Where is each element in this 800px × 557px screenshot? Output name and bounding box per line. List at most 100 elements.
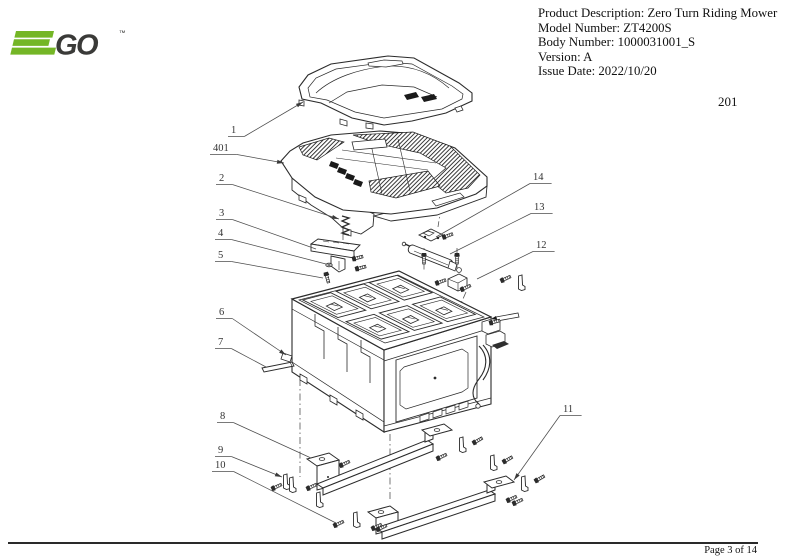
logo-tm-mark: ™ <box>119 30 126 37</box>
callout-leader <box>231 348 267 368</box>
screw-fastener <box>354 264 367 272</box>
callout-4: 4 <box>215 228 327 265</box>
callout-label: 14 <box>533 172 544 183</box>
screw-fastener <box>499 274 512 284</box>
battery-bay <box>334 283 401 310</box>
bay-handle <box>391 284 410 294</box>
callout-13: 13 <box>449 202 553 255</box>
callout-leader <box>476 251 534 280</box>
callout-label: 8 <box>220 411 225 422</box>
wiring-connectors <box>472 312 520 409</box>
callout-401: 401 <box>210 143 285 164</box>
callout-arrowhead <box>276 159 284 164</box>
inner-cover-part <box>280 130 488 237</box>
battery-bay <box>411 296 477 323</box>
bay-handle <box>401 315 420 324</box>
support-bracket-rear <box>366 475 516 540</box>
callout-label: 6 <box>219 307 224 318</box>
callout-label: 10 <box>215 460 226 471</box>
bay-handle <box>358 293 377 303</box>
bay-handle <box>325 302 344 312</box>
cover-brand-label <box>404 92 419 100</box>
support-bracket-front <box>305 423 454 496</box>
callout-label: 2 <box>219 173 224 184</box>
callout-leader <box>231 456 283 478</box>
logo-e-bar-1 <box>14 31 54 38</box>
screw-fastener <box>270 482 283 492</box>
diagram-artwork <box>261 55 520 540</box>
logo-e-bar-3 <box>10 47 57 55</box>
callout-5: 5 <box>215 250 324 279</box>
callout-2: 2 <box>216 173 340 220</box>
callout-3: 3 <box>216 208 317 250</box>
vent-mesh-front <box>368 170 441 199</box>
side-vent-slots <box>329 161 363 187</box>
battery-bays <box>301 274 477 340</box>
screw-fastener <box>488 318 501 326</box>
callout-label: 7 <box>218 337 223 348</box>
callout-leader <box>232 318 287 356</box>
callout-arrowhead <box>274 472 282 477</box>
header-line-model: Model Number: ZT4200S <box>538 20 672 35</box>
screw-fastener <box>434 278 447 286</box>
callout-label: 5 <box>218 250 223 261</box>
header-line-issue-date: Issue Date: 2022/10/20 <box>538 64 657 79</box>
vent-mesh-right <box>352 131 481 194</box>
callout-arrowhead <box>295 102 303 108</box>
callout-12: 12 <box>476 240 555 280</box>
callout-arrowhead <box>279 349 286 355</box>
screw-fastener <box>370 522 383 532</box>
logo-e-bar-2 <box>12 39 50 46</box>
screw-fastener <box>375 523 388 533</box>
page-number-label: Page 3 of 14 <box>704 545 757 556</box>
screw-fastener <box>351 254 364 262</box>
callout-label: 13 <box>534 202 545 213</box>
callout-14: 14 <box>435 172 552 238</box>
connector-plug <box>492 341 509 349</box>
spring-part <box>340 215 351 236</box>
battery-bay <box>368 274 434 301</box>
fasteners <box>270 232 546 533</box>
screw-fastener <box>501 455 514 465</box>
callout-leader <box>236 154 285 164</box>
logo-go-text: GO <box>55 30 99 61</box>
callout-arrowhead <box>331 214 339 219</box>
clip-fastener <box>353 511 361 528</box>
header-line-version: Version: A <box>538 49 593 64</box>
callout-1: 1 <box>228 101 304 137</box>
header-line-product: Product Description: Zero Turn Riding Mo… <box>538 6 778 20</box>
callout-8: 8 <box>217 411 312 459</box>
callout-leader <box>232 219 317 250</box>
document-header: Product Description: Zero Turn Riding Mo… <box>538 6 777 79</box>
clip-fastener <box>518 274 526 291</box>
battery-bay <box>378 305 444 331</box>
bay-handle <box>435 306 453 316</box>
screw-fastener <box>505 494 518 504</box>
bay-handle <box>368 323 387 333</box>
callout-label: 1 <box>231 125 236 136</box>
screw-fastener <box>305 482 318 492</box>
callout-leader <box>233 471 337 524</box>
screw-fastener <box>338 459 351 469</box>
callout-leader <box>232 184 340 220</box>
clip-fastener <box>283 473 291 490</box>
clip-fastener <box>316 491 324 508</box>
latch-bracket-part <box>309 238 361 273</box>
callout-leader <box>435 183 531 238</box>
rod-part <box>261 352 295 373</box>
screw-fastener <box>533 474 546 484</box>
figure-number: 201 <box>718 94 738 109</box>
logo-e-bars <box>10 31 57 55</box>
clip-fastener <box>289 476 297 493</box>
battery-bay <box>344 313 411 340</box>
washer-fastener <box>325 262 333 268</box>
callout-7: 7 <box>215 337 267 368</box>
callout-10: 10 <box>212 460 337 524</box>
footer-rule <box>8 542 758 544</box>
clip-fastener <box>490 454 498 471</box>
vent-mesh-left <box>298 137 345 161</box>
battery-bay <box>301 292 367 318</box>
